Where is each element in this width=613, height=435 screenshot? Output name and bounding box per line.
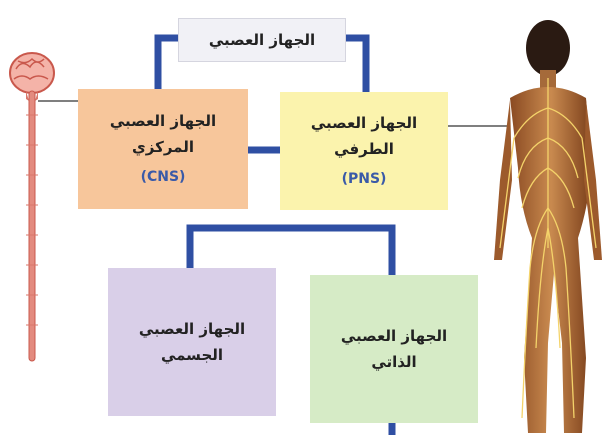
- cns-label-line2: المركزي: [132, 134, 194, 160]
- connector-root-pns: [346, 38, 366, 92]
- pns-label-line1: الجهاز العصبي: [311, 110, 417, 136]
- autonomic-label-line1: الجهاز العصبي: [341, 323, 447, 349]
- cns-abbreviation: (CNS): [141, 164, 186, 190]
- somatic-nervous-system-box: الجهاز العصبي الجسمي: [108, 268, 276, 416]
- pns-abbreviation: (PNS): [342, 166, 387, 192]
- autonomic-nervous-system-box: الجهاز العصبي الذاتي: [310, 275, 478, 423]
- central-nervous-system-box: الجهاز العصبي المركزي (CNS): [78, 89, 248, 209]
- peripheral-nervous-system-box: الجهاز العصبي الطرفي (PNS): [280, 92, 448, 210]
- autonomic-label-line2: الذاتي: [371, 349, 416, 375]
- nervous-system-box: الجهاز العصبي: [178, 18, 346, 62]
- somatic-label-line2: الجسمي: [161, 342, 223, 368]
- somatic-label-line1: الجهاز العصبي: [139, 316, 245, 342]
- pns-label-line2: الطرفي: [334, 136, 394, 162]
- connector-root-cns: [158, 38, 178, 89]
- human-nervous-system-figure: [490, 8, 610, 433]
- nervous-system-label: الجهاز العصبي: [209, 27, 315, 53]
- brain-spinal-cord-illustration: [4, 45, 64, 375]
- cns-label-line1: الجهاز العصبي: [110, 108, 216, 134]
